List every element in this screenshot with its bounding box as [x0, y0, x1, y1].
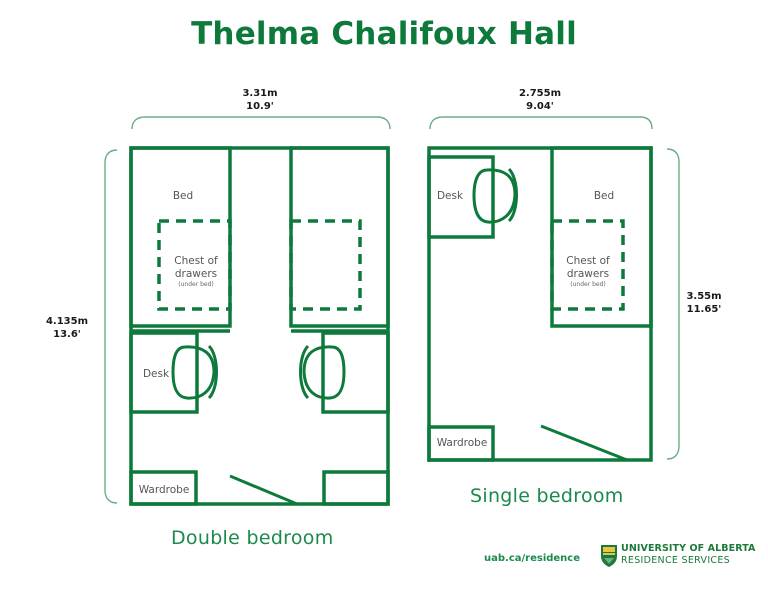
org-name: UNIVERSITY OF ALBERTA [621, 543, 756, 554]
double-length-bracket [104, 149, 118, 504]
residence-url-link[interactable]: uab.ca/residence [484, 553, 581, 564]
double-bed-label: Bed [172, 190, 194, 202]
single-length-dimension: 3.55m 11.65' [679, 290, 729, 316]
double-left-desk [129, 331, 199, 414]
single-length-ft: 11.65' [686, 304, 722, 315]
double-width-dimension: 3.31m 10.9' [230, 87, 290, 113]
double-desk-label: Desk [142, 368, 170, 380]
double-right-chair [302, 345, 346, 400]
single-width-ft: 9.04' [526, 101, 554, 112]
double-door [229, 474, 298, 506]
single-width-bracket [429, 116, 653, 130]
single-bedroom-plan [427, 146, 653, 462]
double-width-bracket [131, 116, 391, 130]
single-bed [550, 146, 653, 328]
single-chair [472, 168, 517, 224]
single-width-m: 2.755m [518, 88, 562, 99]
double-bedroom-plan [129, 146, 390, 506]
single-bed-label: Bed [593, 190, 615, 202]
chest-line2: drawers [566, 268, 610, 280]
double-right-chest [289, 219, 362, 311]
single-desk [427, 155, 495, 239]
single-length-bracket [666, 148, 680, 460]
chest-line1: Chest of [566, 255, 610, 267]
double-chest-label: Chest of drawers (under bed) [165, 255, 227, 289]
double-wardrobe-label: Wardrobe [138, 484, 190, 496]
single-wardrobe-label: Wardrobe [436, 437, 488, 449]
single-bedroom-caption: Single bedroom [470, 485, 624, 507]
double-left-chest [157, 219, 232, 311]
single-chest [550, 219, 625, 311]
double-right-desk [321, 331, 390, 414]
chest-note: (under bed) [178, 281, 214, 288]
chest-note: (under bed) [570, 281, 606, 288]
double-length-dimension: 4.135m 13.6' [42, 315, 92, 341]
single-door [540, 424, 628, 462]
single-chest-label: Chest of drawers (under bed) [557, 255, 619, 289]
org-department: RESIDENCE SERVICES [621, 555, 730, 566]
double-left-bed [129, 146, 232, 328]
chest-line1: Chest of [174, 255, 218, 267]
page-title: Thelma Chalifoux Hall [191, 16, 577, 52]
single-desk-label: Desk [436, 190, 464, 202]
double-left-wardrobe [129, 470, 198, 506]
double-width-m: 3.31m [242, 88, 278, 99]
crest-shield-icon [601, 545, 617, 567]
single-chair-back [507, 167, 518, 223]
double-length-m: 4.135m [45, 316, 89, 327]
double-right-wardrobe [322, 470, 390, 506]
double-length-ft: 13.6' [53, 329, 81, 340]
chest-line2: drawers [174, 268, 218, 280]
double-width-ft: 10.9' [246, 101, 274, 112]
single-length-m: 3.55m [686, 291, 722, 302]
single-width-dimension: 2.755m 9.04' [510, 87, 570, 113]
single-wardrobe [427, 425, 495, 462]
double-left-chair-back [207, 344, 218, 400]
double-right-bed [289, 146, 390, 328]
double-bedroom-caption: Double bedroom [171, 527, 334, 549]
double-right-chair-back [299, 344, 310, 400]
double-left-chair [171, 345, 216, 400]
